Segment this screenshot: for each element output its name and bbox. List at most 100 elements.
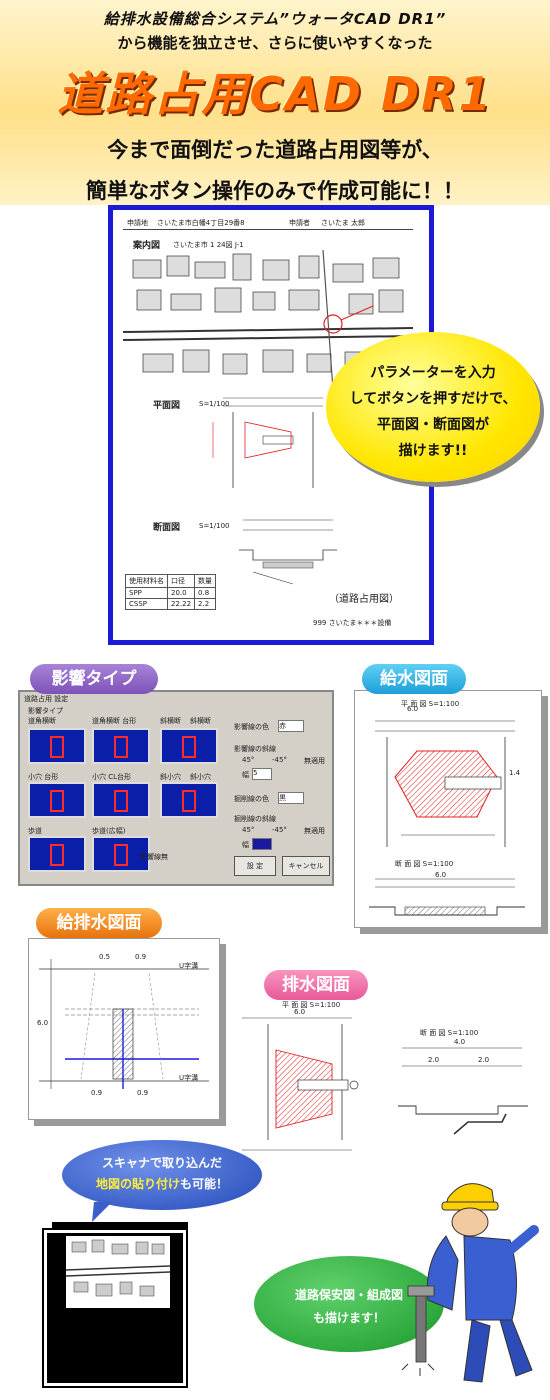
width-input[interactable]: 5 [252,768,272,780]
influence-type-option[interactable]: 斜横断 [160,717,181,725]
ws-dim-right: 1.4 [509,769,521,777]
supply-drain-drawing: 0.5 0.9 6.0 0.9 0.9 U字溝 U字溝 [28,938,220,1120]
sd-dim-1: 0.5 [99,953,111,961]
drain-drawing: 平 面 図 S=1:100 断 面 図 S=1:100 6.0 4.0 2.0 … [232,1000,542,1160]
influence-type-tile[interactable] [92,782,150,818]
influence-type-tile[interactable] [28,728,86,764]
dr-dim-4: 2.0 [478,1056,490,1064]
influence-type-option[interactable]: 歩道 [28,827,42,835]
ok-button[interactable]: 設 定 [234,856,276,876]
influence-type-option[interactable]: 斜小穴 [190,773,211,781]
influence-type-option[interactable]: 道角横断 台形 [92,717,137,725]
ex-width-input[interactable] [252,838,272,850]
sd-dim-4: 0.9 [91,1089,103,1097]
tagline-2: 簡単なボタン操作のみで作成可能に！！ [86,179,464,203]
table-header: 口径 [166,574,196,588]
product-title: 道路占用CAD DR1 [57,67,493,121]
influence-type-grid: 道角横断 道角横断 台形 斜横断 斜横断小穴 台形 小穴 CL台形 斜小穴 斜小穴歩道 歩道(… [28,716,224,878]
tile-excavation-mark [50,736,64,758]
tile-excavation-mark [114,844,128,866]
table-cell: SPP [125,587,168,599]
doc-caption: （道路占用図） [329,594,399,605]
doc-guide-sub: さいたま市 1 24図 J-1 [173,241,244,249]
table-cell: 0.8 [194,587,217,599]
angle-opt-none[interactable]: 無適用 [304,757,325,765]
ws-dim-section: 6.0 [435,871,447,879]
influence-type-option[interactable]: 歩道(広幅) [92,827,126,835]
tile-excavation-mark [50,844,64,866]
safety-line2: も描けます！ [312,1311,385,1325]
dr-drawing-svg [242,1017,528,1151]
doc-person: さいたま 太郎 [321,219,366,227]
dr-dim-1: 6.0 [294,1008,306,1016]
doc-plan-drawing [212,397,323,488]
doc-section-drawing [239,519,337,585]
excavation-color-label: 掘削線の色 [234,795,269,803]
sd-dim-5: 0.9 [137,1089,149,1097]
header-line2: から機能を独立させ、さらに使いやすくなった [117,34,433,52]
ws-dim-top: 6.0 [407,705,419,713]
header-banner [0,0,550,205]
influence-type-option[interactable]: 斜小穴 [160,773,181,781]
settings-dialog: 道路占用 設定 影響タイプ 道角横断道角横断 台形斜横断斜横断小穴 台形小穴 C… [18,690,334,886]
scan-line2-rest: も可能！ [180,1177,229,1191]
influence-type-option[interactable]: 斜横断 [190,717,211,725]
influence-type-option[interactable]: 小穴 台形 [28,773,59,781]
sd-road-top: U字溝 [179,962,199,970]
influence-type-tile[interactable] [28,782,86,818]
doc-applicant-address: さいたま市白幡4丁目29番8 [157,219,245,227]
excavation-angle-label: 掘削線の斜線 [234,815,276,823]
dr-section-title: 断 面 図 S=1:100 [420,1029,479,1037]
ex-angle-opt-minus45[interactable]: -45° [272,826,287,834]
influence-type-tile[interactable] [28,836,86,872]
params-line1: パラメーターを入力 [370,365,496,381]
influence-type-tile[interactable] [92,836,150,872]
influence-type-option[interactable]: 小穴 CL台形 [92,773,132,781]
doc-section-title: 断面図 [153,523,181,533]
influence-color-select[interactable]: 赤 [278,720,304,732]
excavation-color-select[interactable]: 黒 [278,792,304,804]
doc-person-label: 申請者 [289,219,310,227]
sd-dim-2: 0.9 [135,953,147,961]
supply-drain-label: 給排水図面 [36,908,162,938]
sd-road-bottom: U字溝 [179,1074,199,1082]
doc-section-scale: S=1/100 [199,522,230,530]
tile-excavation-mark [114,790,128,812]
scan-line2-highlight: 地図の貼り付け [95,1177,180,1191]
safety-line1: 道路保安図・組成図 [294,1288,403,1302]
table-header: 数量 [194,574,217,588]
dr-dim-3: 2.0 [428,1056,440,1064]
influence-type-tile[interactable] [92,728,150,764]
cancel-button[interactable]: キャンセル [282,856,330,876]
no-influence-checkbox[interactable]: 影響線無 [140,853,168,861]
ex-width-label: 幅 [242,841,249,849]
ex-angle-opt-none[interactable]: 無適用 [304,827,325,835]
drain-label: 排水図面 [264,970,368,1000]
tagline-1: 今まで面倒だった道路占用図等が、 [107,138,443,162]
doc-footer: 999 さいたま＊＊＊設備 [313,619,392,627]
ws-drawing-svg [369,720,525,916]
influence-type-tile[interactable] [160,728,218,764]
construction-worker-illustration [401,1183,539,1383]
influence-type-tile[interactable] [160,782,218,818]
influence-type-option[interactable]: 道角横断 [28,717,56,725]
influence-type-label: 影響タイプ [30,664,158,694]
tile-excavation-mark [182,736,196,758]
water-supply-drawing: 平 面 図 S=1:100 6.0 1.4 断 面 図 S=1:100 6.0 [354,690,542,928]
table-cell: 2.2 [194,598,217,610]
materials-table: 使用材料名 口径 数量 SPP 20.0 0.8 CSSP 22.22 2.2 [125,574,217,610]
table-cell: 22.22 [166,598,196,610]
sd-drawing-svg [39,959,209,1089]
angle-opt-45[interactable]: 45° [242,756,255,764]
influence-color-label: 影響線の色 [234,723,269,731]
influence-angle-label: 影響線の斜線 [234,745,276,753]
scan-line1: スキャナで取り込んだ [101,1156,222,1170]
params-line4: 描けます!! [398,443,468,459]
scanned-map-image [66,1236,170,1308]
angle-opt-minus45[interactable]: -45° [272,756,287,764]
scan-callout-tail [92,1202,112,1222]
doc-plan-scale: S=1/100 [199,400,230,408]
ex-angle-opt-45[interactable]: 45° [242,826,255,834]
doc-applicant-label: 申請地 [127,219,148,227]
doc-plan-title: 平面図 [153,401,181,411]
